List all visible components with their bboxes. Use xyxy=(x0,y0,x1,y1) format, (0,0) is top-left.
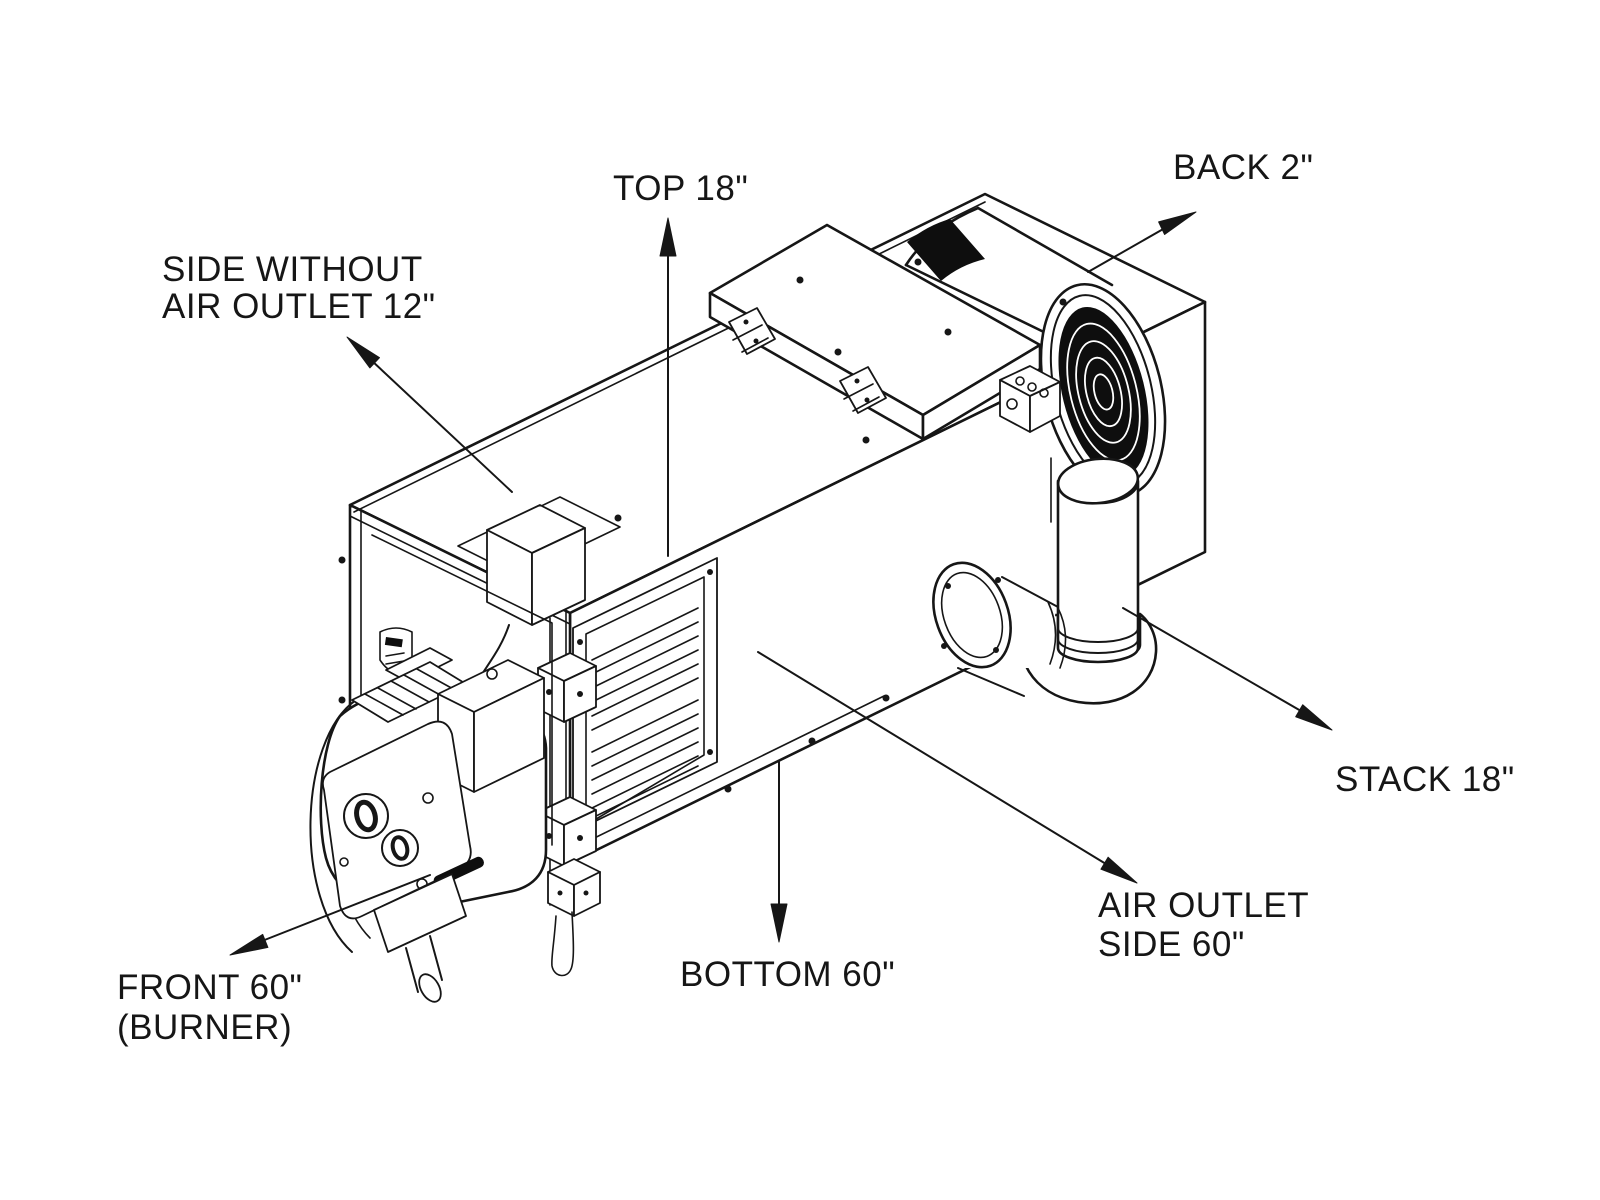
air-outlet-clearance-arrow xyxy=(757,651,1138,884)
label-top-clearance: TOP 18" xyxy=(613,169,748,208)
label-front-clearance-line1: FRONT 60" xyxy=(117,968,302,1007)
burner-knob-1 xyxy=(343,793,389,839)
burner-control-box xyxy=(437,659,545,793)
collar-flange-inner xyxy=(940,571,1004,659)
top-clearance-arrow xyxy=(659,217,677,557)
label-stack-clearance: STACK 18" xyxy=(1335,760,1515,799)
back-clearance-arrow xyxy=(1087,211,1197,273)
clearance-labels: TOP 18" BACK 2" SIDE WITHOUT AIR OUTLET … xyxy=(117,148,1515,1047)
junction-box-assembly xyxy=(457,496,621,750)
side-without-clearance-arrow xyxy=(346,336,513,493)
stack-pipe-opening xyxy=(1056,457,1140,505)
label-back-clearance: BACK 2" xyxy=(1173,148,1313,187)
louvered-air-outlet-panel xyxy=(572,557,718,833)
side-bottom-rail xyxy=(573,695,885,849)
stack-pipe xyxy=(1056,479,1140,664)
burner-fin-block xyxy=(351,647,467,723)
label-side-without-line2: AIR OUTLET 12" xyxy=(162,287,436,326)
hinge-block-upper xyxy=(537,652,597,723)
burner-assembly xyxy=(309,534,553,1003)
blower-housing-bottom-edge xyxy=(904,263,1052,337)
burner-front-plate xyxy=(321,720,484,920)
clearance-arrows xyxy=(229,211,1333,956)
electrical-box xyxy=(999,365,1061,433)
burner-air-tube xyxy=(373,873,467,1003)
label-front-clearance-line2: (BURNER) xyxy=(117,1008,292,1047)
label-side-without-line1: SIDE WITHOUT xyxy=(162,250,423,289)
collar-flange-outer xyxy=(932,561,1012,669)
blower-shadow-wedge xyxy=(907,219,985,281)
front-recess-border xyxy=(371,534,553,846)
front-clearance-arrow xyxy=(229,874,431,956)
bottom-clearance-arrow xyxy=(770,761,788,943)
label-bottom-clearance: BOTTOM 60" xyxy=(680,955,895,994)
stack-and-elbow xyxy=(932,457,1158,705)
label-air-outlet-line2: SIDE 60" xyxy=(1098,925,1245,964)
top-hatch-panel xyxy=(708,223,1042,441)
stack-clearance-arrow xyxy=(1122,607,1333,731)
burner-knob-2 xyxy=(381,829,419,867)
blower-assembly xyxy=(904,206,1167,523)
fuel-valve-bracket xyxy=(547,858,601,917)
hatch-latch-clip-1 xyxy=(728,307,776,355)
louver-slats xyxy=(591,607,699,819)
fuel-line-loop xyxy=(551,911,575,977)
hatch-latch-clip-2 xyxy=(839,366,887,414)
label-air-outlet-line1: AIR OUTLET xyxy=(1098,886,1309,925)
duct-collar xyxy=(932,561,1067,697)
